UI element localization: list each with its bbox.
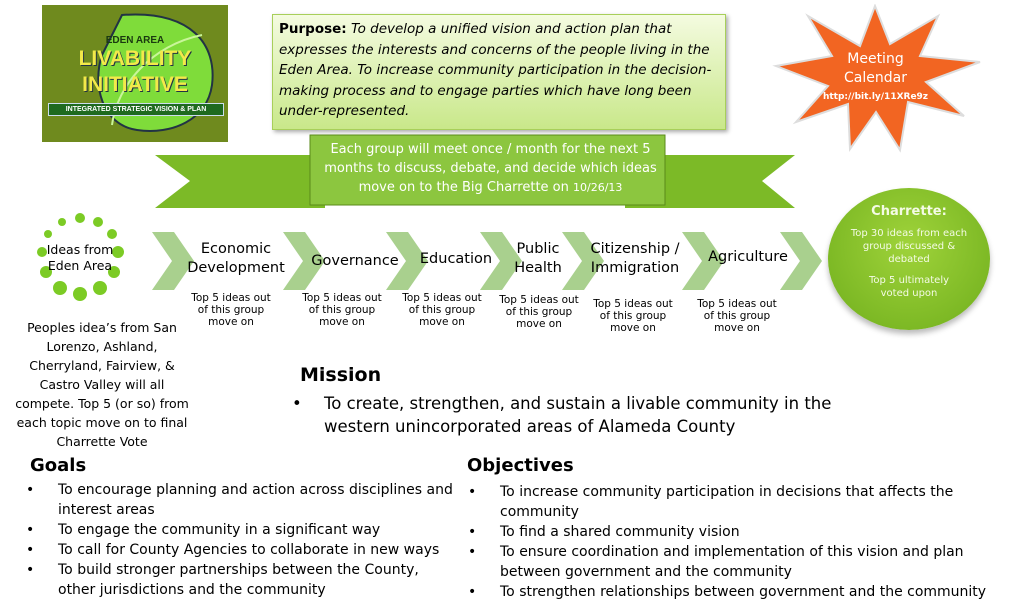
objective-item: To strengthen relationships between gove… [466,582,996,602]
banner-text-body: Each group will meet once / month for th… [324,142,657,195]
calendar-url[interactable]: http://bit.ly/11XRe9z [822,92,929,102]
step-note: Top 5 ideas out of this group move on [402,292,482,328]
charrette-title: Charrette: [871,204,947,219]
logo-line2: Livability [78,47,192,70]
goal-item: To encourage planning and action across … [24,480,454,520]
chevron-icon [152,232,194,290]
goal-item: To call for County Agencies to collabora… [24,540,454,560]
banner-ribbon [155,134,795,208]
purpose-text: To develop a unified vision and action p… [279,21,712,119]
ideas-description: Peoples idea’s from San Lorenzo, Ashland… [15,320,189,449]
goal-item: To build stronger partnerships between t… [24,560,454,600]
step-agriculture: Agriculture [708,249,788,265]
goal-item: To engage the community in a significant… [24,520,454,540]
calendar-line2: Calendar [844,70,907,86]
step-public-health: Public Health [514,241,562,276]
banner-text: Each group will meet once / month for th… [318,140,663,197]
logo-line4: Integrated Strategic Vision & Plan [48,103,224,116]
step-economic-development: Economic Development [187,241,285,276]
mission-list: To create, strengthen, and sustain a liv… [290,392,850,438]
charrette-circle: Charrette: Top 30 ideas from each group … [828,188,990,330]
dots-icon [37,213,124,301]
step-note: Top 5 ideas out of this group move on [191,292,271,328]
chevron-icon [283,232,325,290]
purpose-box: Purpose: To develop a unified vision and… [272,14,726,130]
step-education: Education [419,251,493,267]
charrette-line2: Top 5 ultimately voted upon [868,275,950,299]
ideas-dots: Ideas from Eden Area [30,210,130,305]
objectives-title: Objectives [467,455,574,476]
logo: EDEN AREA Livability Initiative Integrat… [42,5,228,142]
goals-list: To encourage planning and action across … [24,480,454,600]
step-governance: Governance [311,253,399,269]
logo-line1: EDEN AREA [105,35,165,46]
step-note: Top 5 ideas out of this group move on [697,298,777,334]
charrette-line1: Top 30 ideas from each group discussed &… [850,228,968,265]
chevron-icon [562,232,604,290]
chevron-icon [780,232,822,290]
logo-line3: Initiative [82,73,188,96]
step-citizenship-immigration: Citizenship / Immigration [590,241,680,276]
purpose-label: Purpose: [279,21,347,37]
step-note: Top 5 ideas out of this group move on [499,294,579,330]
objective-item: To find a shared community vision [466,522,996,542]
goals-title: Goals [30,455,87,476]
chevron-icon [386,232,428,290]
starburst-icon [772,4,981,153]
objective-item: To increase community participation in d… [466,482,996,522]
calendar-line1: Meeting [847,51,904,67]
mission-item: To create, strengthen, and sustain a liv… [290,392,850,438]
objective-item: To ensure coordination and implementatio… [466,542,996,582]
mission-title: Mission [300,364,382,386]
objectives-list: To increase community participation in d… [466,482,996,602]
step-note: Top 5 ideas out of this group move on [593,298,673,334]
leaf-icon [97,13,214,132]
banner-date: 10/26/13 [573,181,623,194]
chevron-icon [480,232,522,290]
chevron-icon [682,232,724,290]
step-note: Top 5 ideas out of this group move on [302,292,382,328]
ideas-label: Ideas from Eden Area [46,242,114,273]
